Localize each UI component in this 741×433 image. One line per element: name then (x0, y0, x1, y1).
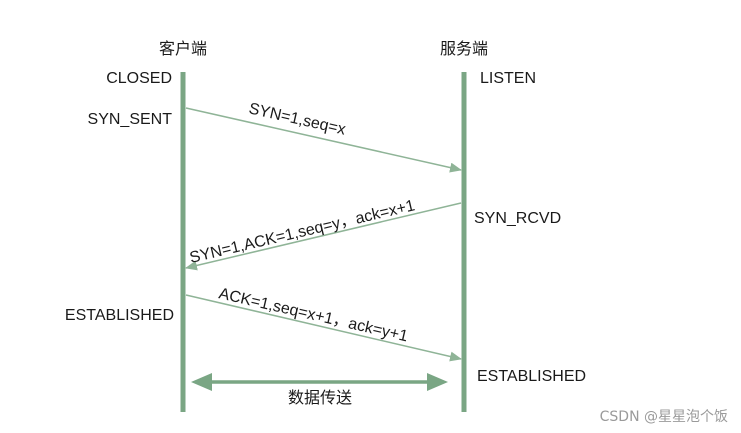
client-state-closed: CLOSED (106, 70, 172, 87)
syn-ack-message-label: SYN=1,ACK=1,seq=y，ack=x+1 (188, 197, 417, 267)
server-column-label: 服务端 (440, 39, 488, 58)
syn-ack-arrow (185, 202, 462, 271)
data-transfer-label: 数据传送 (288, 388, 352, 407)
syn-arrow (185, 107, 462, 173)
data-transfer-arrowhead-right (427, 373, 448, 391)
ack-message-label: ACK=1,seq=x+1，ack=y+1 (217, 285, 409, 345)
data-transfer-arrowhead-left (191, 373, 212, 391)
ack-arrow (185, 294, 462, 362)
server-state-listen: LISTEN (480, 70, 536, 87)
client-state-syn-sent: SYN_SENT (88, 111, 173, 128)
server-state-established: ESTABLISHED (477, 368, 586, 385)
watermark: CSDN @星星泡个饭 (600, 409, 728, 425)
server-state-syn-rcvd: SYN_RCVD (474, 210, 561, 227)
client-state-established: ESTABLISHED (65, 307, 174, 324)
client-column-label: 客户端 (159, 39, 207, 58)
